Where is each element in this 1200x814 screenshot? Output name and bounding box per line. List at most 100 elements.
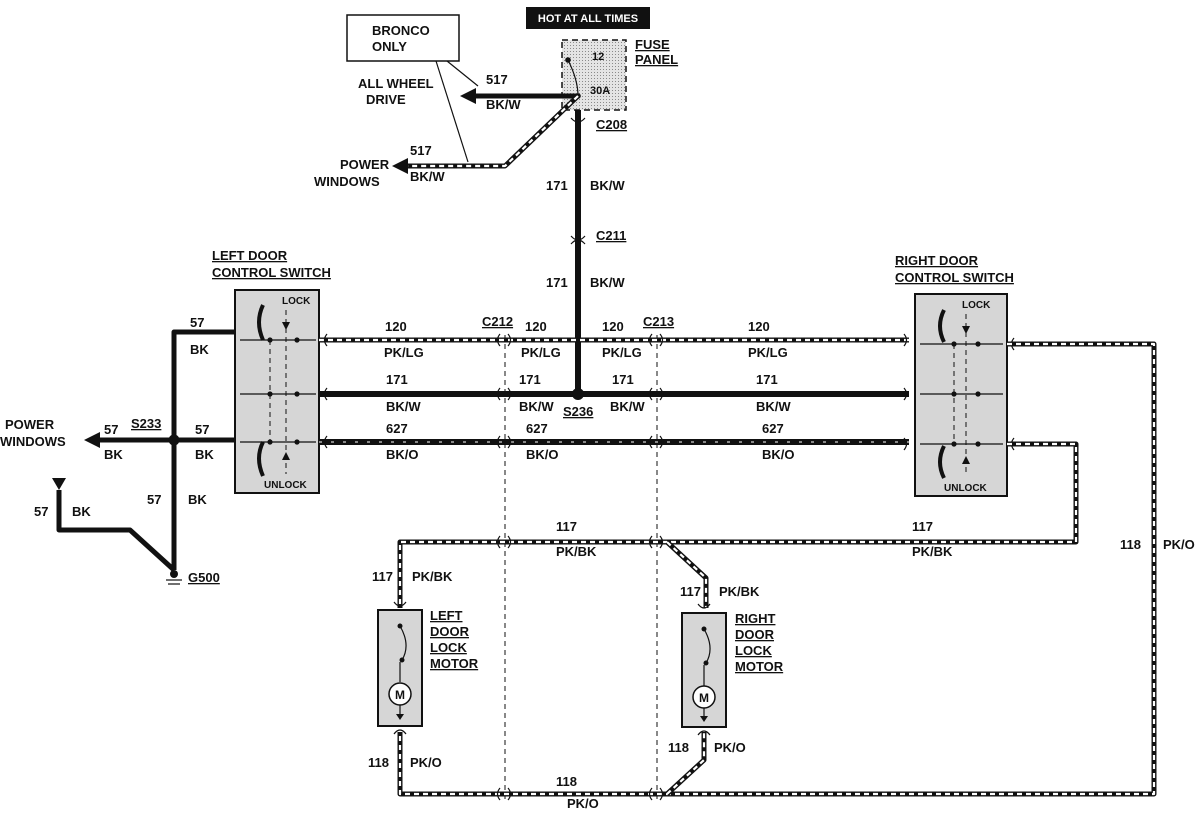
right-motor-label: RIGHT <box>735 611 776 626</box>
svg-text:171: 171 <box>756 372 778 387</box>
svg-text:BK: BK <box>104 447 123 462</box>
svg-text:LOCK: LOCK <box>962 300 991 311</box>
ground-g500-icon <box>166 570 182 585</box>
splice-s233 <box>168 434 180 446</box>
svg-text:HOT AT ALL TIMES: HOT AT ALL TIMES <box>538 13 638 25</box>
right-motor-label-4: MOTOR <box>735 659 784 674</box>
svg-text:ONLY: ONLY <box>372 39 407 54</box>
svg-text:BRONCO: BRONCO <box>372 23 430 38</box>
svg-text:UNLOCK: UNLOCK <box>944 483 988 494</box>
svg-text:M: M <box>395 688 405 702</box>
power-windows-top-label: POWER <box>340 157 390 172</box>
svg-text:517: 517 <box>486 72 508 87</box>
svg-text:PK/BK: PK/BK <box>412 569 453 584</box>
svg-text:BK: BK <box>188 492 207 507</box>
svg-text:BK/O: BK/O <box>762 447 795 462</box>
svg-text:PK/LG: PK/LG <box>384 345 424 360</box>
svg-text:117: 117 <box>680 584 701 599</box>
svg-text:118: 118 <box>368 755 389 770</box>
svg-text:BK/W: BK/W <box>486 97 521 112</box>
svg-text:117: 117 <box>372 569 393 584</box>
all-wheel-drive-label: ALL WHEEL <box>358 76 434 91</box>
svg-text:57: 57 <box>104 422 118 437</box>
svg-text:118: 118 <box>556 774 577 789</box>
fuse-rating: 30A <box>590 85 610 97</box>
power-windows-left-label-2: WINDOWS <box>0 434 66 449</box>
svg-text:627: 627 <box>762 421 784 436</box>
power-windows-top-label-2: WINDOWS <box>314 174 380 189</box>
right-door-control-switch: LOCK UNLOCK <box>914 293 1008 497</box>
right-door-lock-motor: M <box>681 603 727 736</box>
svg-text:PK/O: PK/O <box>714 740 746 755</box>
svg-text:117: 117 <box>912 519 933 534</box>
svg-text:120: 120 <box>602 319 624 334</box>
svg-text:BK: BK <box>72 504 91 519</box>
connector-c212: C212 <box>482 314 513 329</box>
svg-text:LOCK: LOCK <box>282 296 311 307</box>
left-motor-label-4: MOTOR <box>430 656 479 671</box>
left-door-control-switch: LOCK UNLOCK <box>234 289 320 494</box>
left-door-switch-label-2: CONTROL SWITCH <box>212 265 331 280</box>
svg-text:171: 171 <box>546 178 568 193</box>
svg-text:120: 120 <box>748 319 770 334</box>
svg-text:517: 517 <box>410 143 432 158</box>
svg-text:UNLOCK: UNLOCK <box>264 480 308 491</box>
svg-text:BK/W: BK/W <box>410 169 445 184</box>
svg-text:57: 57 <box>34 504 48 519</box>
svg-text:57: 57 <box>147 492 161 507</box>
arrow-icon <box>392 158 408 174</box>
svg-text:118: 118 <box>668 740 689 755</box>
fuse-number: 12 <box>592 51 604 63</box>
splice-s236 <box>572 388 584 400</box>
power-windows-left-label: POWER <box>5 417 55 432</box>
svg-text:171: 171 <box>386 372 408 387</box>
splice-s236-label: S236 <box>563 404 593 419</box>
connector-c208: C208 <box>596 117 627 132</box>
svg-text:PK/LG: PK/LG <box>521 345 561 360</box>
fuse-panel-label-2: PANEL <box>635 52 678 67</box>
right-motor-label-3: LOCK <box>735 643 772 658</box>
left-motor-label-3: LOCK <box>430 640 467 655</box>
svg-text:57: 57 <box>190 315 204 330</box>
svg-text:BK/W: BK/W <box>610 399 645 414</box>
svg-text:PK/LG: PK/LG <box>748 345 788 360</box>
left-motor-label: LEFT <box>430 608 463 623</box>
svg-text:PK/O: PK/O <box>567 796 599 811</box>
right-door-switch-label: RIGHT DOOR <box>895 253 979 268</box>
svg-text:171: 171 <box>612 372 634 387</box>
arrow-icon <box>84 432 100 448</box>
svg-text:627: 627 <box>526 421 548 436</box>
svg-text:PK/LG: PK/LG <box>602 345 642 360</box>
svg-text:171: 171 <box>546 275 568 290</box>
all-wheel-drive-label-2: DRIVE <box>366 92 406 107</box>
svg-text:BK/W: BK/W <box>519 399 554 414</box>
svg-text:BK: BK <box>190 342 209 357</box>
svg-text:BK/W: BK/W <box>386 399 421 414</box>
ground-g500: G500 <box>188 570 220 585</box>
svg-text:PK/O: PK/O <box>1163 537 1195 552</box>
connector-c211: C211 <box>596 228 626 243</box>
svg-text:171: 171 <box>519 372 541 387</box>
svg-text:BK: BK <box>195 447 214 462</box>
svg-text:BK/O: BK/O <box>386 447 419 462</box>
svg-text:120: 120 <box>385 319 407 334</box>
svg-text:117: 117 <box>556 519 577 534</box>
svg-text:120: 120 <box>525 319 547 334</box>
right-door-switch-label-2: CONTROL SWITCH <box>895 270 1014 285</box>
splice-s233-label: S233 <box>131 416 161 431</box>
svg-text:627: 627 <box>386 421 408 436</box>
svg-text:118: 118 <box>1120 537 1141 552</box>
svg-text:PK/BK: PK/BK <box>719 584 760 599</box>
svg-text:PK/BK: PK/BK <box>556 544 597 559</box>
bronco-only-box: BRONCO ONLY <box>346 14 460 62</box>
svg-text:M: M <box>699 691 709 705</box>
svg-text:BK/W: BK/W <box>590 275 625 290</box>
hot-at-all-times-label: HOT AT ALL TIMES <box>526 7 650 29</box>
right-motor-label-2: DOOR <box>735 627 775 642</box>
svg-text:BK/W: BK/W <box>756 399 791 414</box>
connector-c213: C213 <box>643 314 674 329</box>
left-door-lock-motor: M <box>377 601 423 735</box>
svg-text:BK/O: BK/O <box>526 447 559 462</box>
svg-text:BK/W: BK/W <box>590 178 625 193</box>
